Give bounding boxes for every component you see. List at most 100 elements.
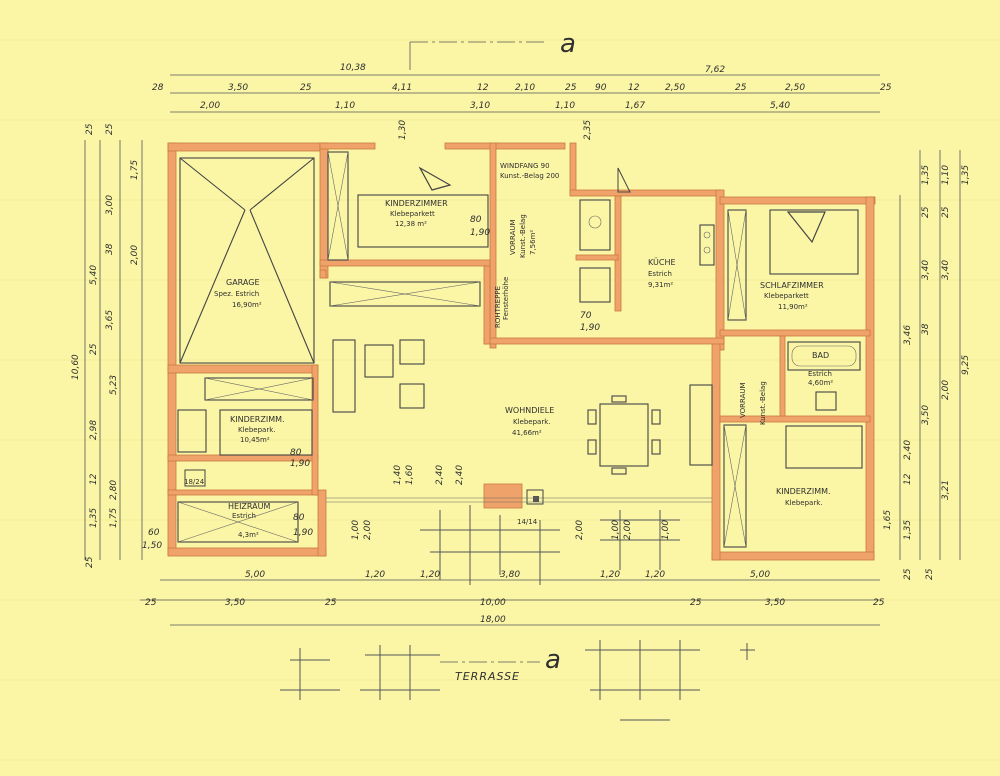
dim-window-13: 1,90 [580,323,600,333]
dim-top2-1: 1,10 [335,101,355,111]
dim-left-14: 1,75 [109,508,119,528]
dim-top1-1: 3,50 [228,83,248,93]
dim-window-4: 2,00 [623,520,633,540]
dim-left-11: 2,98 [89,420,99,440]
dim-top1-9: 2,50 [665,83,685,93]
dim-top1-4: 12 [477,83,489,93]
dim-bottom2-3: 10,00 [480,598,506,608]
dim-right-5: 3,40 [921,260,931,280]
room-wohndiele-area: 41,66m² [512,429,542,437]
dim-top1-5: 2,10 [515,83,535,93]
room-windfang-name: WINDFANG 90 [500,162,550,170]
dim-left-7: 3,65 [105,310,115,330]
label-rohtreppe: ROHTREPPE [494,286,502,328]
dim-bottom-total: 18,00 [480,615,506,625]
dim-right-7: 38 [921,323,931,335]
dim-right-17: 25 [903,568,913,580]
dim-bottom1-5: 1,20 [645,570,665,580]
dim-bottom1-3: 3,80 [500,570,520,580]
dim-window-17: 2,35 [583,120,593,140]
dim-top2-2: 3,10 [470,101,490,111]
dim-left-5: 2,00 [130,245,140,265]
dim-right-16: 1,35 [903,520,913,540]
dim-left-8: 10,60 [71,354,81,380]
dim-right-0: 1,35 [961,165,971,185]
dim-right-18: 25 [925,568,935,580]
dim-top-total-right: 7,62 [705,65,725,75]
room-kinderzimmer-left-area: 10,45m² [240,436,270,444]
dim-window-3: 1,00 [611,520,621,540]
dim-left-0: 25 [85,123,95,135]
room-vorraum-top-sub: Kunst.-Belag [519,214,527,258]
dim-top1-3: 4,11 [392,83,412,93]
paper-grid [0,39,1000,761]
room-heizraum-name: HEIZRAUM [228,502,270,511]
section-line: a a [409,29,576,675]
dim-right-15: 1,65 [883,510,893,530]
room-kinderzimmer-left-sub: Klebepark. [238,426,275,434]
dim-right-4: 25 [941,206,951,218]
dim-bottom1-6: 5,00 [750,570,770,580]
dim-right-8: 9,25 [961,355,971,375]
dim-bottom1-0: 5,00 [245,570,265,580]
dim-window-0: 1,00 [351,520,361,540]
dim-left-1: 25 [105,123,115,135]
label-chimney-left: 18/24 [184,478,205,486]
dim-left-16: 60 [148,528,160,538]
room-bad-name: BAD [812,351,829,360]
room-labels: GARAGE Spez. Estrich 16,90m² KINDERZIMME… [184,162,833,683]
dim-window-15: 1,90 [293,528,313,538]
dim-bottom2-6: 25 [873,598,885,608]
dim-top2-0: 2,00 [200,101,220,111]
dim-window-10: 80 [470,215,482,225]
dim-right-12: 12 [903,473,913,485]
dim-window-1: 2,00 [363,520,373,540]
room-kueche-sub: Estrich [648,270,672,278]
dim-left-4: 5,40 [89,265,99,285]
label-rohtreppe-sub: Fensterhöhe [502,277,510,320]
dim-top1-10: 25 [735,83,747,93]
dim-top1-8: 12 [628,83,640,93]
dim-right-10: 2,00 [941,380,951,400]
room-heizraum-area: 4,3m² [238,531,259,539]
dim-top1-11: 2,50 [785,83,805,93]
dim-bottom2-5: 3,50 [765,598,785,608]
dim-window-16: 1,30 [398,120,408,140]
dim-left-15: 1,35 [89,508,99,528]
dim-bottom2-4: 25 [690,598,702,608]
dim-bottom2-2: 25 [325,598,337,608]
dim-window-18: 80 [290,448,302,458]
dim-bottom2-0: 25 [145,598,157,608]
dimension-lines [84,74,961,626]
dim-window-9: 2,40 [455,465,465,485]
furniture [177,151,863,548]
room-kueche-name: KÜCHE [648,257,676,267]
dim-right-1: 1,10 [941,165,951,185]
room-vorraum-right-name: VORRAUM [739,382,747,418]
room-wohndiele-name: WOHNDIELE [505,406,554,415]
terrace-pattern [280,505,755,721]
dim-right-3: 25 [921,206,931,218]
room-bad-sub: Estrich [808,370,832,378]
room-garage-name: GARAGE [226,278,260,287]
room-kinderzimmer-top-name: KINDERZIMMER [385,199,448,208]
room-bad-area: 4,60m² [808,379,833,387]
room-kinderzimmer-left-name: KINDERZIMM. [230,415,285,424]
room-kinderzimmer-top-sub: Klebeparkett [390,210,435,218]
room-garage-sub: Spez. Estrich [214,290,259,298]
dim-window-5: 1,00 [661,520,671,540]
dim-window-8: 2,40 [435,465,445,485]
section-label-bottom: a [545,645,561,675]
room-schlafzimmer-name: SCHLAFZIMMER [760,281,824,290]
room-schlafzimmer-sub: Klebeparkett [764,292,809,300]
dim-bottom1-4: 1,20 [600,570,620,580]
room-vorraum-top-name: VORRAUM [509,219,517,255]
dim-left-13: 2,80 [109,480,119,500]
dim-right-13: 3,21 [941,480,951,500]
dim-window-6: 1,40 [393,465,403,485]
dim-left-17: 1,50 [142,541,162,551]
dim-top2-5: 5,40 [770,101,790,111]
dim-top1-0: 28 [152,83,164,93]
room-vorraum-top-area: 7,56m² [529,230,537,255]
dim-top1-2: 25 [300,83,312,93]
